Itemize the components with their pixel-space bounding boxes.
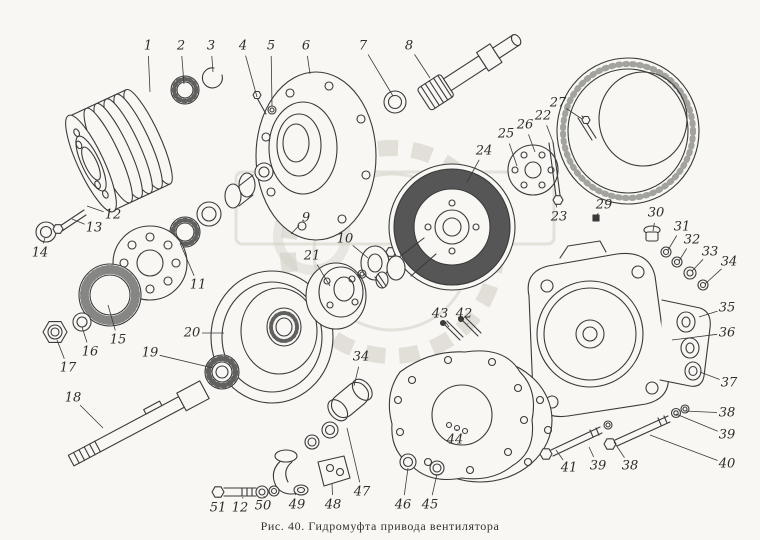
part-number-38: 38	[621, 458, 639, 474]
part-number-29: 29	[595, 197, 613, 213]
part-number-32: 32	[683, 232, 701, 248]
part-number-4: 4	[238, 38, 248, 54]
part-number-17: 17	[59, 360, 77, 376]
part-number-18: 18	[64, 390, 82, 406]
figure-caption: Рис. 40. Гидромуфта привода вентилятора	[260, 519, 500, 533]
part-number-33: 33	[701, 244, 719, 260]
part-number-38: 38	[718, 405, 736, 421]
part-number-20: 20	[183, 325, 201, 341]
part-number-31: 31	[673, 219, 691, 235]
part-number-12: 12	[104, 207, 122, 223]
fan-pulley-part	[65, 88, 173, 213]
part-number-34: 34	[720, 254, 738, 270]
part-number-27: 27	[549, 95, 567, 111]
part-number-14: 14	[31, 245, 49, 261]
drive-shaft-part	[417, 34, 522, 111]
snap-ring-part	[201, 67, 223, 89]
part-number-2: 2	[176, 38, 186, 54]
plug-part	[592, 214, 600, 222]
part-number-24: 24	[475, 143, 493, 159]
part-number-46: 46	[394, 497, 412, 513]
part-number-1: 1	[143, 38, 153, 54]
part-number-37: 37	[720, 375, 738, 391]
clutch-rotor-part	[374, 163, 516, 291]
part-number-40: 40	[718, 456, 736, 472]
part-number-30: 30	[647, 205, 665, 221]
part-number-7: 7	[358, 38, 368, 54]
part-number-5: 5	[266, 38, 276, 54]
part-number-9: 9	[301, 210, 311, 226]
shaft-nut-part	[42, 312, 92, 343]
bearing-cover-part	[255, 71, 377, 241]
gasket-part	[388, 350, 535, 481]
part-number-47: 47	[353, 484, 371, 500]
part-number-8: 8	[404, 38, 414, 54]
ball-bearing-part	[170, 75, 200, 105]
part-number-21: 21	[303, 248, 321, 264]
bottom-bolt-part	[211, 485, 280, 499]
part-number-45: 45	[421, 497, 439, 513]
part-number-39: 39	[718, 427, 736, 443]
part-number-34: 34	[352, 349, 370, 365]
part-number-13: 13	[85, 220, 103, 236]
housing-bolts-part	[539, 404, 690, 460]
part-number-22: 22	[534, 108, 552, 124]
part-number-36: 36	[718, 325, 736, 341]
part-number-26: 26	[516, 117, 534, 133]
part-number-15: 15	[109, 332, 127, 348]
front-bearing-part	[204, 354, 240, 390]
pulley-drum-part	[210, 270, 334, 404]
breather-rings-part	[643, 225, 709, 291]
seal-ring-part	[383, 90, 407, 114]
oil-passage-block-part	[659, 299, 711, 387]
part-number-19: 19	[141, 345, 159, 361]
part-number-43: 43	[431, 306, 449, 322]
clutch-drum-part	[556, 57, 700, 205]
part-number-49: 49	[288, 497, 306, 513]
washer-bolt-left-part	[35, 209, 87, 243]
part-number-39: 39	[589, 458, 607, 474]
part-number-3: 3	[206, 38, 216, 54]
part-number-23: 23	[550, 209, 568, 225]
stud-part	[548, 115, 597, 205]
part-number-50: 50	[254, 498, 272, 514]
main-shaft-part	[67, 380, 210, 467]
part-number-16: 16	[81, 344, 99, 360]
part-number-42: 42	[455, 306, 473, 322]
part-number-11: 11	[189, 277, 207, 293]
part-number-48: 48	[324, 497, 342, 513]
part-number-12: 12	[231, 500, 249, 516]
small-rings-part	[399, 453, 445, 476]
part-number-41: 41	[560, 460, 578, 476]
part-number-51: 51	[209, 500, 227, 516]
part-number-10: 10	[336, 231, 354, 247]
part-number-35: 35	[718, 300, 736, 316]
part-number-6: 6	[301, 38, 311, 54]
part-number-25: 25	[497, 126, 515, 142]
part-number-44: 44	[446, 432, 464, 448]
